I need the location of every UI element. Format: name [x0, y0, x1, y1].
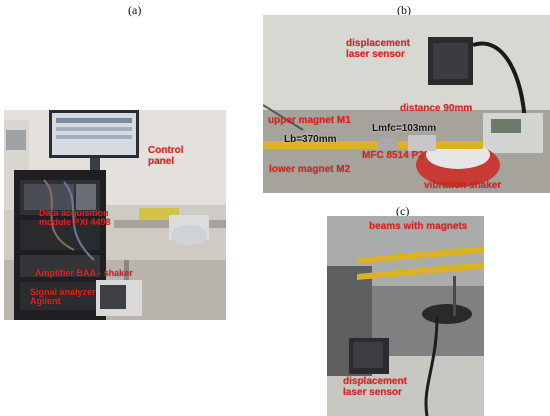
panel-a-letter: (a) — [128, 3, 142, 17]
label-lmfc: Lmfc=103mm — [372, 123, 437, 134]
label-beams-with-magnets: beams with magnets — [369, 221, 468, 232]
label-amplifier: Amplifier BAA - shaker — [35, 268, 133, 278]
photo-c-beams — [327, 216, 484, 416]
label-mfc: MFC 8514 P2 — [362, 150, 424, 161]
photo-a-image — [4, 110, 226, 320]
panel-b-letter: (b) — [397, 3, 411, 17]
label-lb: Lb=370mm — [284, 134, 337, 145]
photo-b-beam-setup — [263, 15, 550, 193]
label-distance: distance 90mm — [400, 103, 473, 114]
label-lower-magnet: lower magnet M2 — [269, 164, 351, 175]
label-control-panel: Control panel — [148, 145, 184, 167]
label-vibration-shaker: vibration shaker — [424, 180, 502, 191]
photo-c-image — [327, 216, 484, 416]
label-displacement-laser-b: displacement laser sensor — [346, 38, 410, 60]
label-upper-magnet: upper magnet M1 — [268, 115, 351, 126]
panel-c-letter: (c) — [396, 204, 410, 218]
label-displacement-laser-c: displacement laser sensor — [343, 376, 407, 398]
photo-a-lab-setup — [4, 110, 226, 320]
label-daq-module: Data acquisition module PXI 4498 — [39, 208, 111, 228]
label-signal-analyzer: Signal analyzer Agilent — [30, 287, 96, 307]
photo-b-image — [263, 15, 550, 193]
